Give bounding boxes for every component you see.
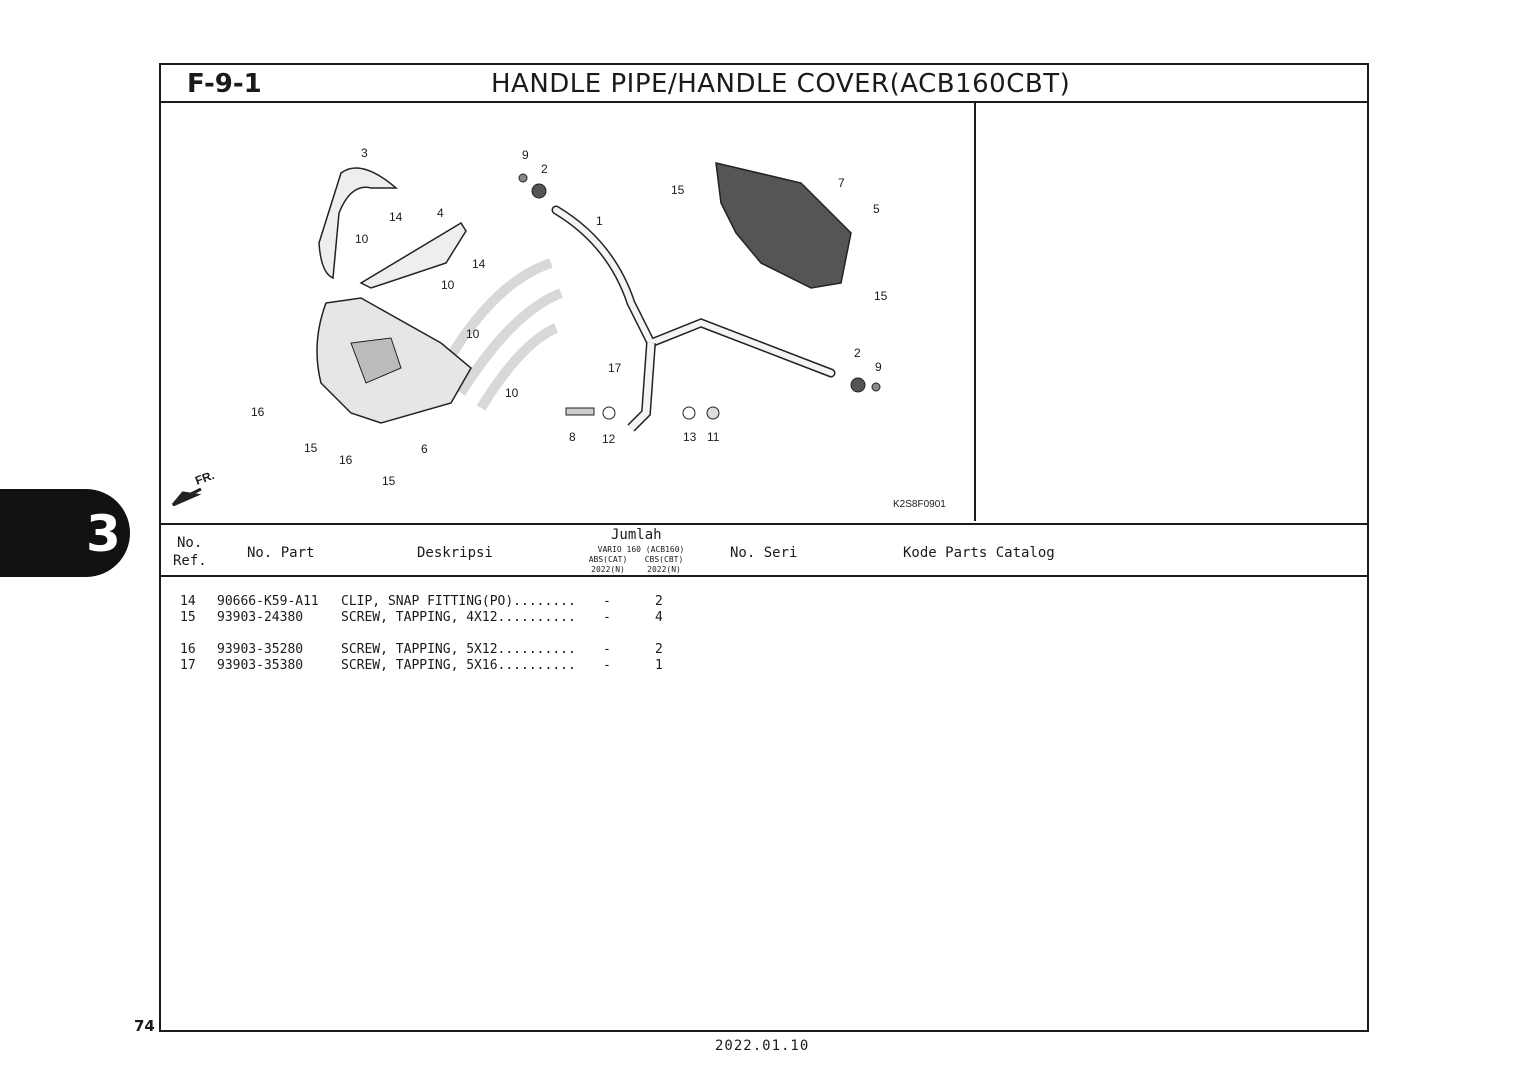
svg-text:9: 9 <box>875 360 882 374</box>
ref-cell: 14 <box>180 594 196 609</box>
title-bar: F-9-1 HANDLE PIPE/HANDLE COVER(ACB160CBT… <box>161 65 1367 103</box>
ref-cell: 17 <box>180 658 196 673</box>
front-cover-window <box>350 337 402 384</box>
col-b-header-line1: CBS(CBT) <box>644 555 684 564</box>
parts-diagram: 3 4 14 10 14 10 9 2 1 15 7 5 15 10 10 16… <box>161 103 976 521</box>
section-code: F-9-1 <box>187 69 262 99</box>
section-tab <box>0 489 130 577</box>
svg-text:9: 9 <box>522 148 529 162</box>
svg-text:16: 16 <box>251 405 265 419</box>
catalog-header: Kode Parts Catalog <box>903 545 1055 561</box>
svg-text:10: 10 <box>505 386 519 400</box>
catalog-frame: F-9-1 HANDLE PIPE/HANDLE COVER(ACB160CBT… <box>159 63 1369 1032</box>
ref-header-line2: Ref. <box>173 553 207 569</box>
svg-text:8: 8 <box>569 430 576 444</box>
svg-text:7: 7 <box>838 176 845 190</box>
exploded-view-illustration: 3 4 14 10 14 10 9 2 1 15 7 5 15 10 10 16… <box>171 146 888 507</box>
model-header: VARIO 160 (ACB160) <box>597 545 685 554</box>
parts-table-header: No. Ref. No. Part Deskripsi Jumlah VARIO… <box>161 523 1367 577</box>
revision-date: 2022.01.10 <box>715 1038 810 1054</box>
svg-text:4: 4 <box>437 206 444 220</box>
front-direction-arrow <box>171 487 202 507</box>
quantity-header: Jumlah <box>611 527 662 543</box>
col-a-header-line1: ABS(CAT) <box>588 555 628 564</box>
desc-cell: SCREW, TAPPING, 5X12.......... <box>341 642 576 657</box>
svg-text:5: 5 <box>873 202 880 216</box>
svg-text:10: 10 <box>441 278 455 292</box>
part-no-header: No. Part <box>247 545 315 561</box>
svg-text:1: 1 <box>596 214 603 228</box>
figure-code: K2S8F0901 <box>893 499 946 510</box>
part-12-washer <box>602 406 616 420</box>
svg-text:6: 6 <box>421 442 428 456</box>
desc-cell: SCREW, TAPPING, 4X12.......... <box>341 610 576 625</box>
col-b-header-line2: 2022(N) <box>647 565 681 574</box>
qty-a-cell: - <box>603 642 611 657</box>
part-cell: 93903-35280 <box>217 642 304 657</box>
part-4-garnish <box>359 221 467 289</box>
part-1-handle-pipe-inner <box>553 207 834 376</box>
desc-cell: SCREW, TAPPING, 5X16.......... <box>341 658 576 673</box>
part-cell: 90666-K59-A11 <box>217 594 319 609</box>
part-5-rear-cover <box>715 162 852 289</box>
svg-text:14: 14 <box>389 210 403 224</box>
svg-text:2: 2 <box>854 346 861 360</box>
part-9-screw-right <box>871 382 881 392</box>
description-header: Deskripsi <box>417 545 493 561</box>
svg-text:15: 15 <box>671 183 685 197</box>
part-13-washer <box>682 406 696 420</box>
ref-cell: 16 <box>180 642 196 657</box>
front-marker-label: FR. <box>193 468 216 488</box>
part-2-grip-end-left <box>531 183 547 199</box>
handle-pipe-stem-inner <box>628 342 655 431</box>
svg-text:12: 12 <box>602 432 616 446</box>
svg-text:3: 3 <box>361 146 368 160</box>
svg-text:15: 15 <box>382 474 396 488</box>
part-8-bolt <box>565 407 595 416</box>
part-9-screw-left <box>518 173 528 183</box>
svg-text:14: 14 <box>472 257 486 271</box>
svg-text:13: 13 <box>683 430 697 444</box>
svg-text:15: 15 <box>874 289 888 303</box>
part-3-side-cover <box>318 167 399 280</box>
part-2-grip-end-right <box>850 377 866 393</box>
qty-a-cell: - <box>603 610 611 625</box>
svg-text:10: 10 <box>466 327 480 341</box>
ref-header-line1: No. <box>177 535 203 551</box>
qty-a-cell: - <box>603 594 611 609</box>
svg-text:2: 2 <box>541 162 548 176</box>
svg-text:10: 10 <box>355 232 369 246</box>
part-cell: 93903-24380 <box>217 610 304 625</box>
svg-text:16: 16 <box>339 453 353 467</box>
qty-b-cell: 2 <box>655 642 663 657</box>
svg-text:11: 11 <box>707 430 720 444</box>
col-a-header-line2: 2022(N) <box>591 565 625 574</box>
ref-cell: 15 <box>180 610 196 625</box>
serial-header: No. Seri <box>730 545 798 561</box>
qty-a-cell: - <box>603 658 611 673</box>
qty-b-cell: 2 <box>655 594 663 609</box>
desc-cell: CLIP, SNAP FITTING(PO)........ <box>341 594 576 609</box>
page-title: HANDLE PIPE/HANDLE COVER(ACB160CBT) <box>491 69 1071 99</box>
section-tab-number: 3 <box>86 505 121 563</box>
qty-b-cell: 1 <box>655 658 663 673</box>
svg-text:15: 15 <box>304 441 318 455</box>
qty-b-cell: 4 <box>655 610 663 625</box>
part-cell: 93903-35380 <box>217 658 304 673</box>
svg-text:17: 17 <box>608 361 622 375</box>
part-11-nut <box>706 406 720 420</box>
page-number: 74 <box>134 1017 155 1035</box>
